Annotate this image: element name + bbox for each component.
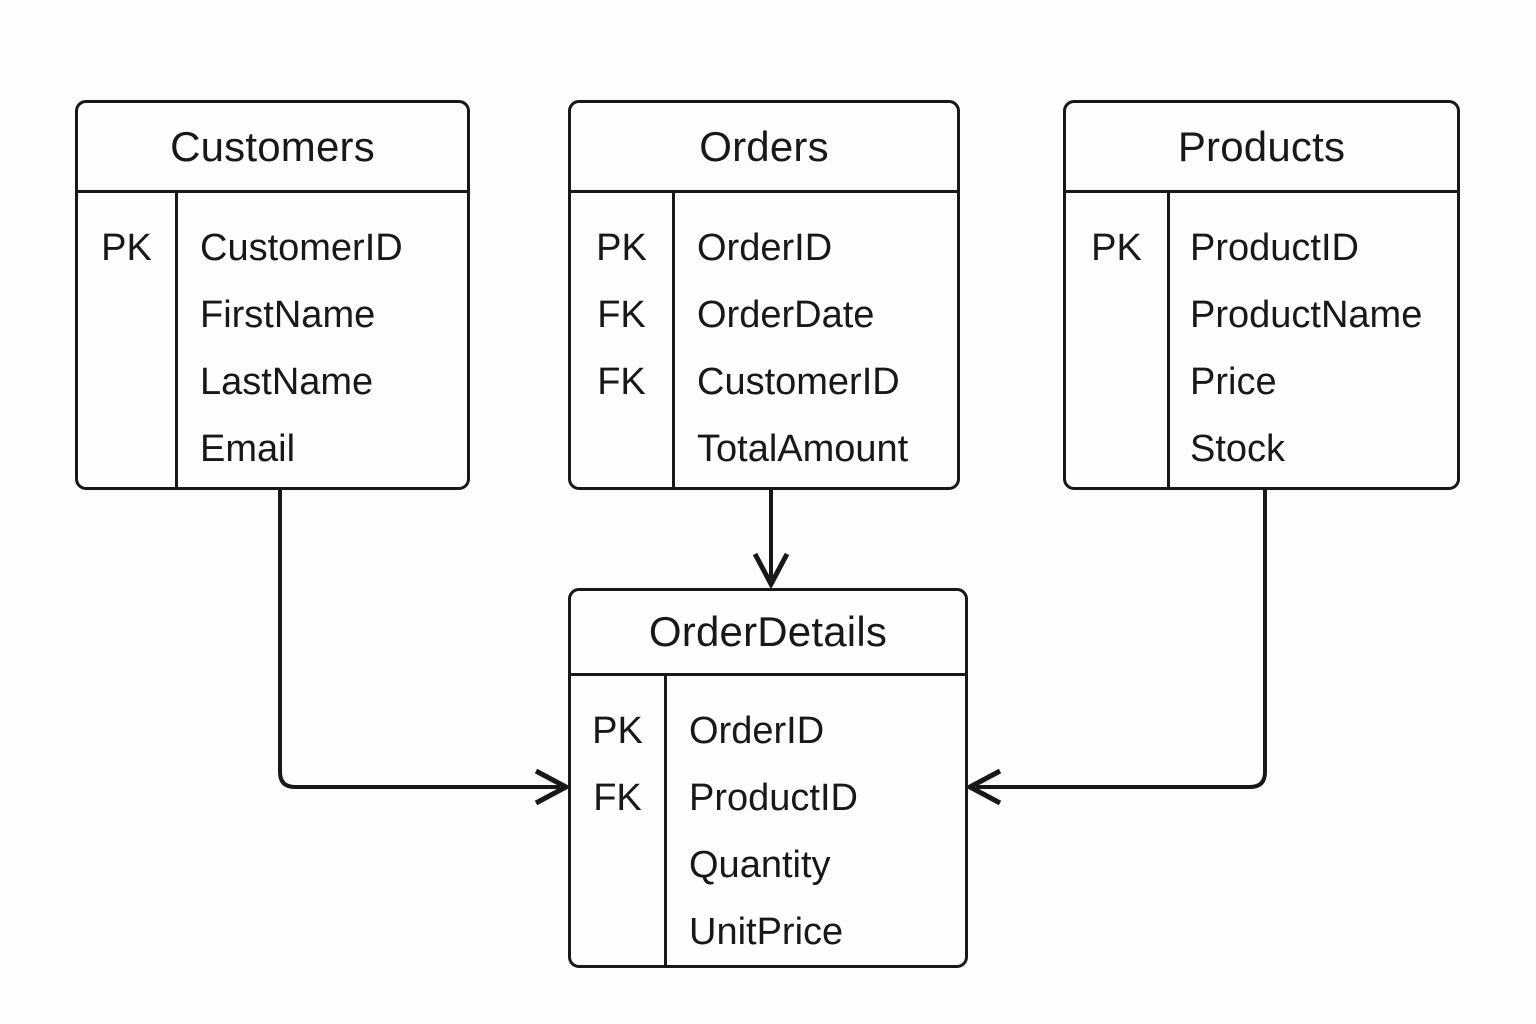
entity-customers[interactable]: Customers PK CustomerID FirstName LastNa… [75,100,470,490]
key-column-products: PK [1066,193,1170,487]
entity-title-orders: Orders [571,103,957,193]
key-column-orders: PK FK FK [571,193,675,487]
attribute-cell: CustomerID [200,227,403,269]
attribute-cell: TotalAmount [697,428,909,470]
key-cell [571,899,664,965]
edge-customers-to-orderdetails [278,490,572,806]
key-cell [1066,416,1167,483]
key-cell: FK [597,361,646,403]
attribute-cell: ProductName [1190,294,1423,336]
attribute-cell: FirstName [200,294,376,336]
key-cell [78,282,175,349]
key-cell [78,416,175,483]
attribute-cell: UnitPrice [689,911,844,953]
attribute-cell: Price [1190,361,1277,403]
key-cell [1066,282,1167,349]
key-column-orderdetails: PK FK [571,676,667,965]
key-cell: PK [596,227,647,269]
entity-body-orderdetails: PK FK OrderID ProductID Quantity UnitPri… [571,676,965,965]
entity-title-orderdetails: OrderDetails [571,591,965,676]
attribute-cell: LastName [200,361,374,403]
attribute-cell: Stock [1190,428,1286,470]
key-cell [571,416,672,483]
attribute-cell: Email [200,428,296,470]
key-cell: PK [1091,227,1142,269]
key-cell [1066,349,1167,416]
entity-orderdetails[interactable]: OrderDetails PK FK OrderID ProductID Qua… [568,588,968,968]
entity-body-customers: PK CustomerID FirstName LastName Email [78,193,467,487]
attribute-column-customers: CustomerID FirstName LastName Email [178,193,467,487]
entity-body-orders: PK FK FK OrderID OrderDate CustomerID To… [571,193,957,487]
entity-orders[interactable]: Orders PK FK FK OrderID OrderDate Custom… [568,100,960,490]
attribute-cell: OrderDate [697,294,875,336]
edge-products-to-orderdetails [964,490,1267,806]
entity-body-products: PK ProductID ProductName Price Stock [1066,193,1457,487]
key-cell [571,832,664,899]
attribute-column-products: ProductID ProductName Price Stock [1170,193,1457,487]
attribute-column-orderdetails: OrderID ProductID Quantity UnitPrice [667,676,965,965]
attribute-column-orders: OrderID OrderDate CustomerID TotalAmount [675,193,957,487]
attribute-cell: Quantity [689,844,831,886]
entity-title-products: Products [1066,103,1457,193]
key-column-customers: PK [78,193,178,487]
entity-products[interactable]: Products PK ProductID ProductName Price … [1063,100,1460,490]
attribute-cell: OrderID [689,710,825,752]
key-cell [78,349,175,416]
key-cell: FK [593,777,642,819]
attribute-cell: ProductID [1190,227,1359,269]
edge-orders-to-orderdetails [752,490,790,590]
key-cell: PK [592,710,643,752]
entity-title-customers: Customers [78,103,467,193]
attribute-cell: ProductID [689,777,858,819]
attribute-cell: OrderID [697,227,833,269]
attribute-cell: CustomerID [697,361,900,403]
key-cell: PK [101,227,152,269]
key-cell: FK [597,294,646,336]
